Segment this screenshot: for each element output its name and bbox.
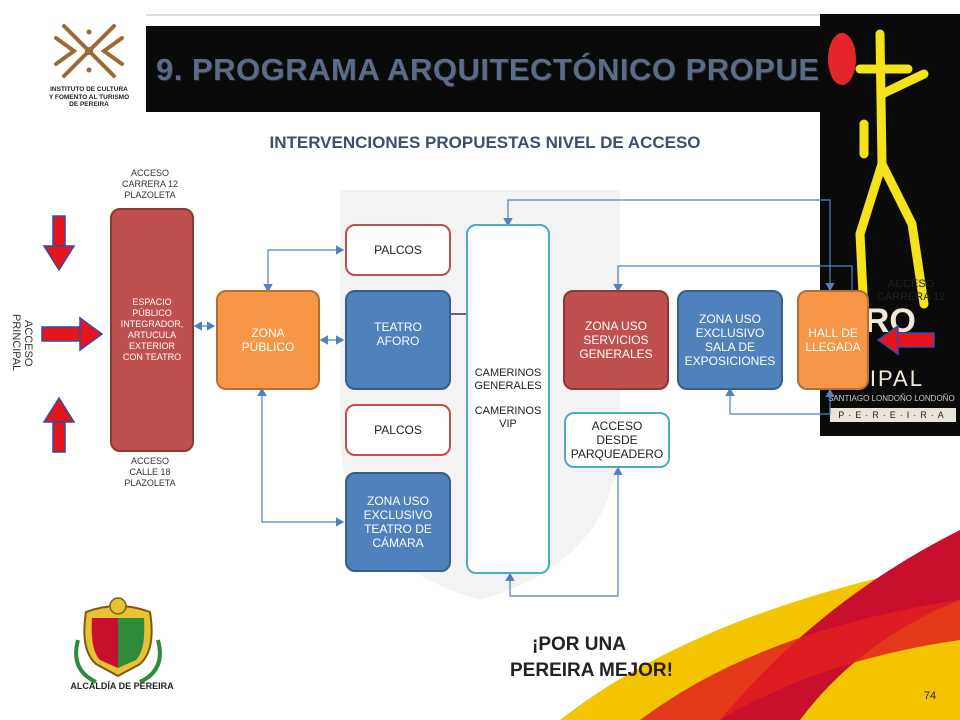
connector-camerinos-parqueadero [505,466,623,597]
flag-swoosh [560,530,960,720]
arrow-right-icon [41,316,104,352]
arrow-up-icon [42,396,76,453]
box-zona-exposiciones: ZONA USO EXCLUSIVO SALA DE EXPOSICIONES [677,290,783,390]
acceso-carrera-top-label: ACCESO CARRERA 12 PLAZOLETA [121,168,179,200]
instituto-logo-text: INSTITUTO DE CULTURA Y FOMENTO AL TURISM… [48,86,130,108]
page-number: 74 [923,690,937,702]
connector-camerinos-hall [503,199,835,292]
poster-credits: SANTIAGO LONDOÑO LONDOÑO [828,394,955,403]
box-zona-camara: ZONA USO EXCLUSIVO TEATRO DE CÁMARA [345,472,451,572]
acceso-principal-label: ACCESO PRINCIPAL [10,314,34,372]
connector-zona-camara [257,387,345,527]
acceso-carrera-right-label: ACCESO CARRERA 12 [876,278,946,303]
top-rule [146,14,946,16]
box-zona-publico: ZONA PÚBLICO [216,290,320,390]
acceso-calle-label: ACCESO CALLE 18 PLAZOLETA [124,456,176,488]
alcaldia-label: ALCALDÍA DE PEREIRA [70,681,174,691]
title-bar [146,26,826,112]
box-zona-servicios: ZONA USO SERVICIOS GENERALES [563,290,669,390]
box-palcos-top: PALCOS [345,224,451,276]
arrow-left-icon [876,324,935,356]
box-teatro-aforo: TEATRO AFORO [345,290,451,390]
connector-servicios-hall [613,265,853,293]
arrow-down-icon [42,215,76,272]
box-espacio-publico: ESPACIO PÚBLICO INTEGRADOR, ARTUCULA EXT… [110,208,194,452]
box-acceso-parqueadero: ACCESO DESDE PARQUEADERO [564,412,670,468]
connector-zona-palcos [263,245,345,293]
slogan: ¡POR UNA PEREIRA MEJOR! [510,634,673,681]
poster-city: P·E·R·E·I·R·A [830,408,956,422]
instituto-logo-icon [54,24,124,78]
page-title: 9. PROGRAMA ARQUITECTÓNICO PROPUESTO [156,52,885,87]
alcaldia-shield-icon [74,597,162,684]
box-hall-llegada: HALL DE LLEGADA [797,290,869,390]
box-palcos-bottom: PALCOS [345,404,451,456]
box-camerinos: CAMERINOS GENERALES CAMERINOS VIP [466,224,550,574]
connector-exposiciones-hall [725,387,835,415]
instituto-logo: INSTITUTO DE CULTURA Y FOMENTO AL TURISM… [34,18,144,118]
subtitle: INTERVENCIONES PROPUESTAS NIVEL DE ACCES… [269,133,701,152]
